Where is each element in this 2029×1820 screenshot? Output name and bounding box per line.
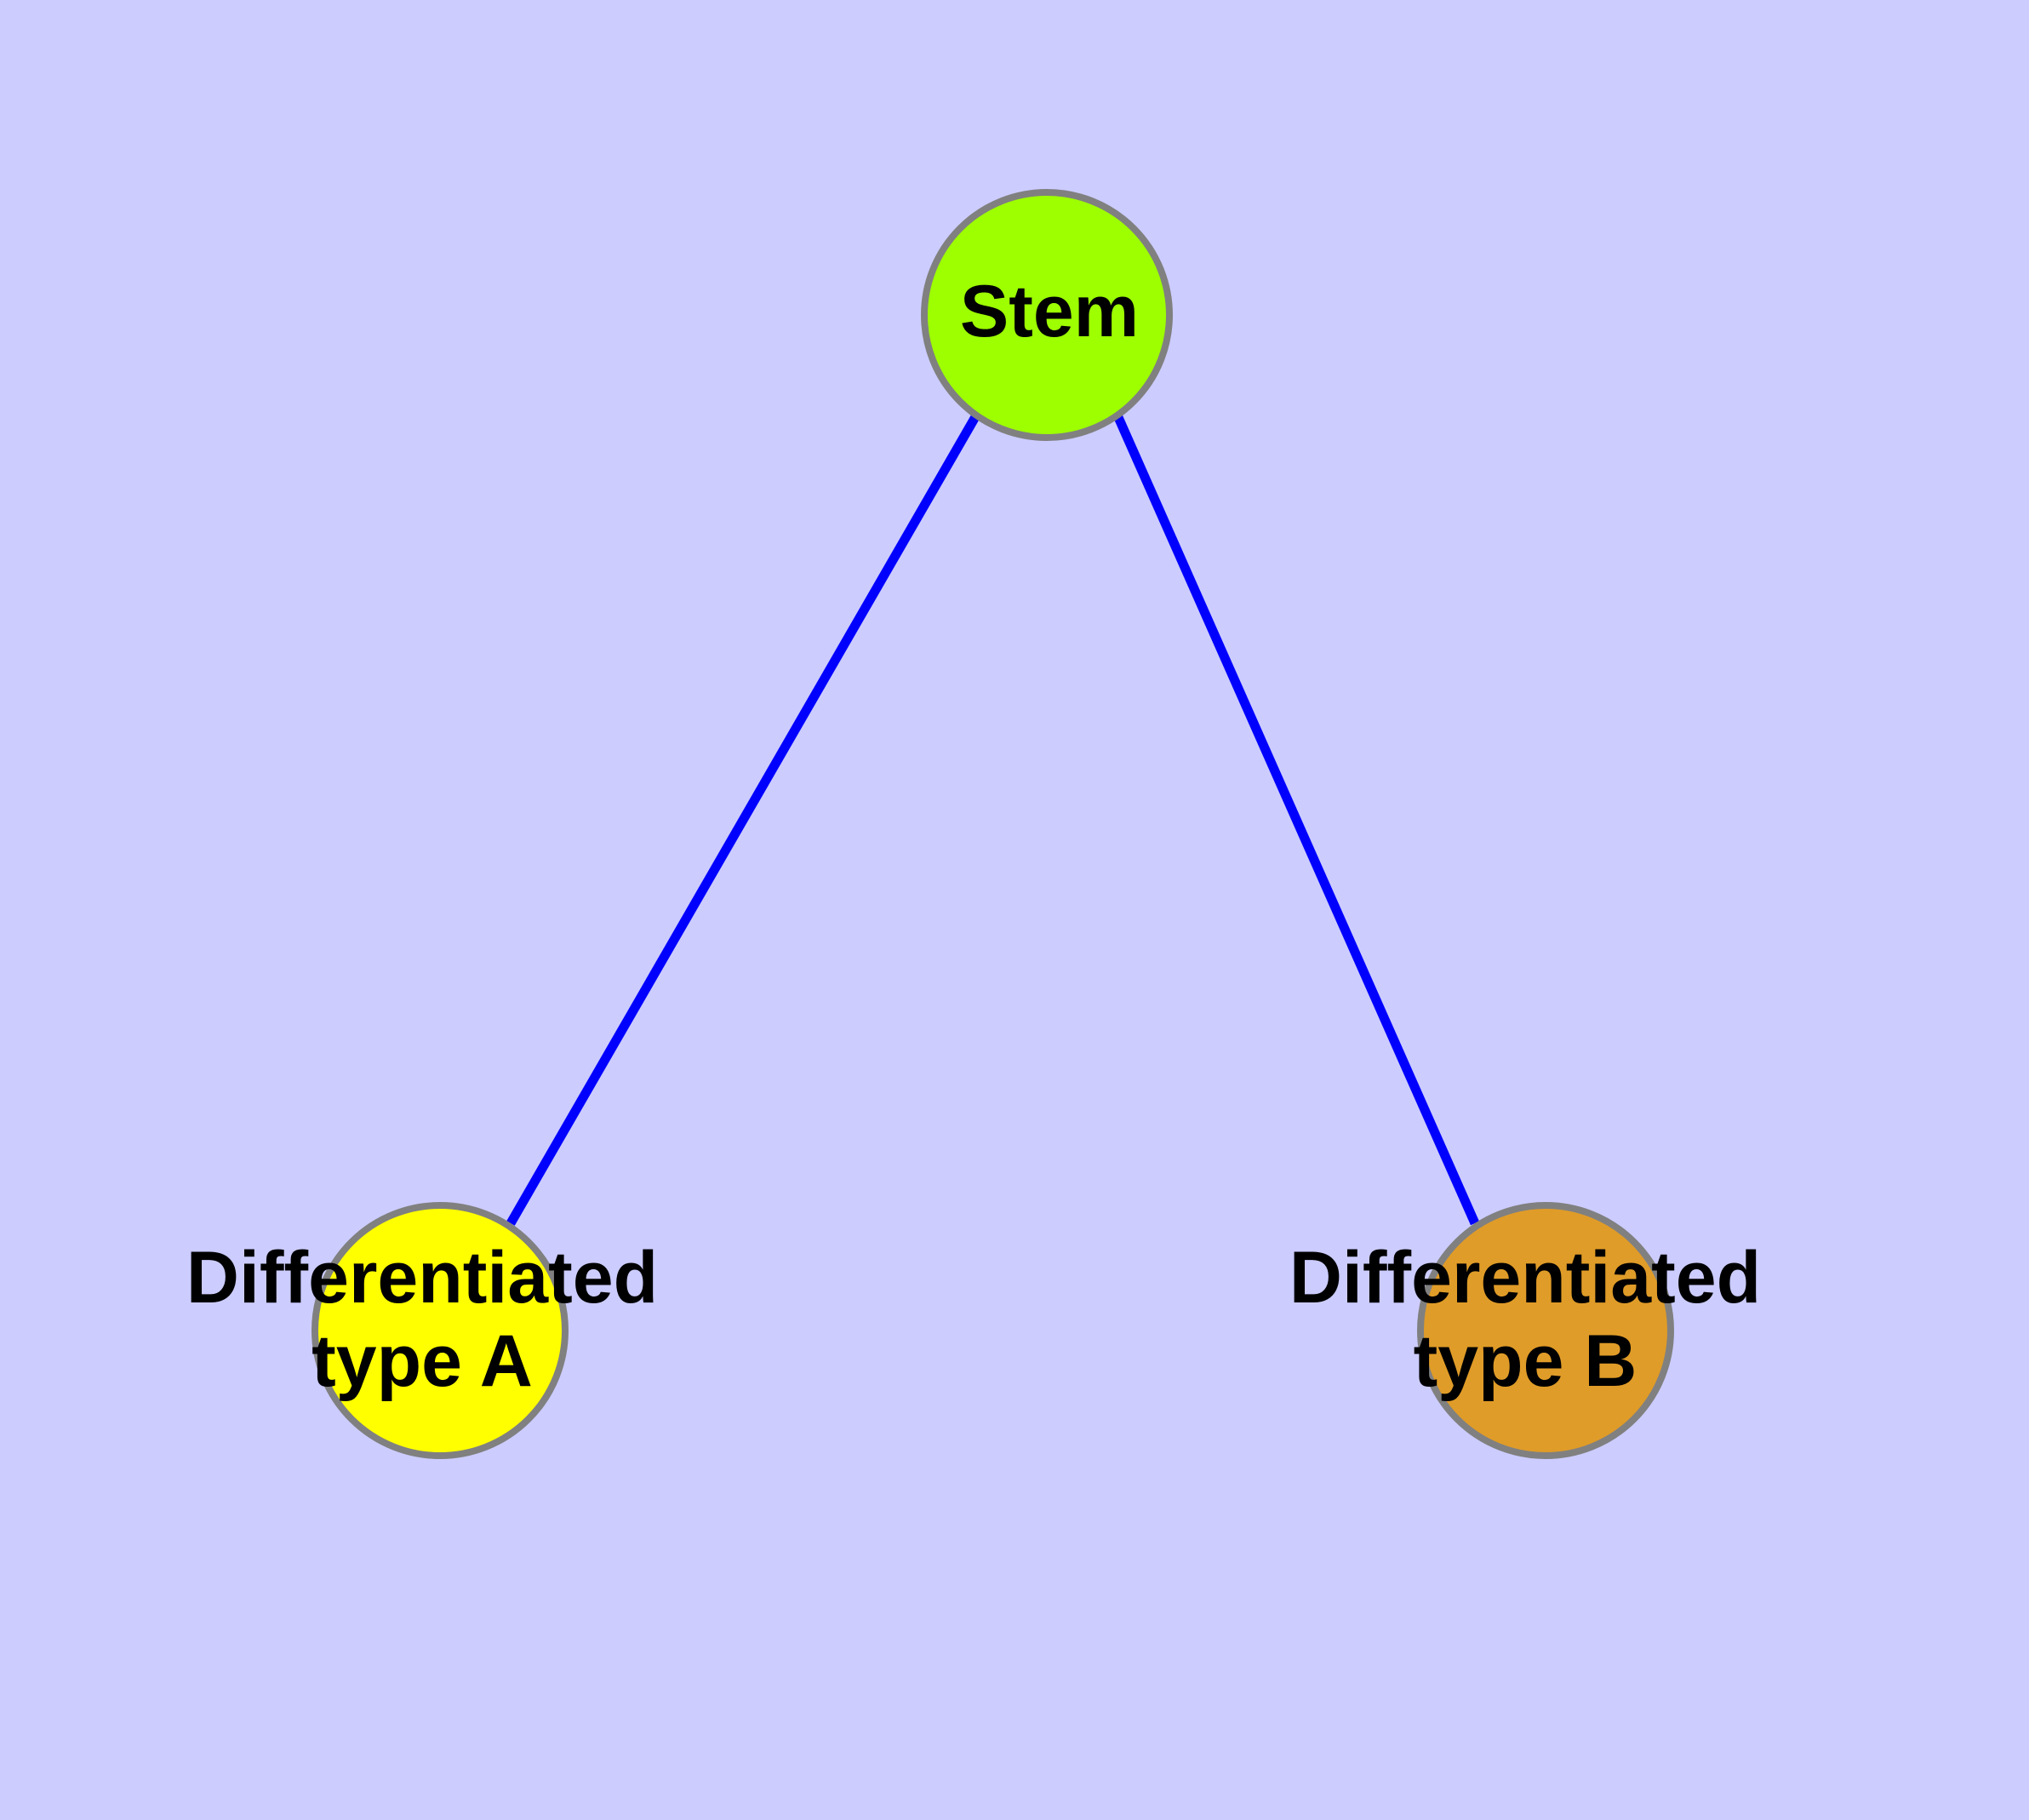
node-label-line: Stem (960, 271, 1139, 352)
node-label-line: type A (311, 1320, 533, 1402)
edges-group (506, 413, 1480, 1226)
node-diff_a[interactable] (311, 1202, 569, 1459)
node-label-line: Differentiated (1289, 1237, 1761, 1319)
edge-stem-to-diff-b[interactable] (1112, 413, 1480, 1226)
node-label-stem: Stem (960, 271, 1139, 352)
node-diff_b[interactable] (1417, 1202, 1674, 1459)
edge-stem-to-diff-a[interactable] (506, 413, 980, 1226)
node-label-line: type B (1414, 1320, 1637, 1402)
node-stem[interactable] (921, 189, 1173, 441)
node-label-line: Differentiated (186, 1237, 658, 1319)
